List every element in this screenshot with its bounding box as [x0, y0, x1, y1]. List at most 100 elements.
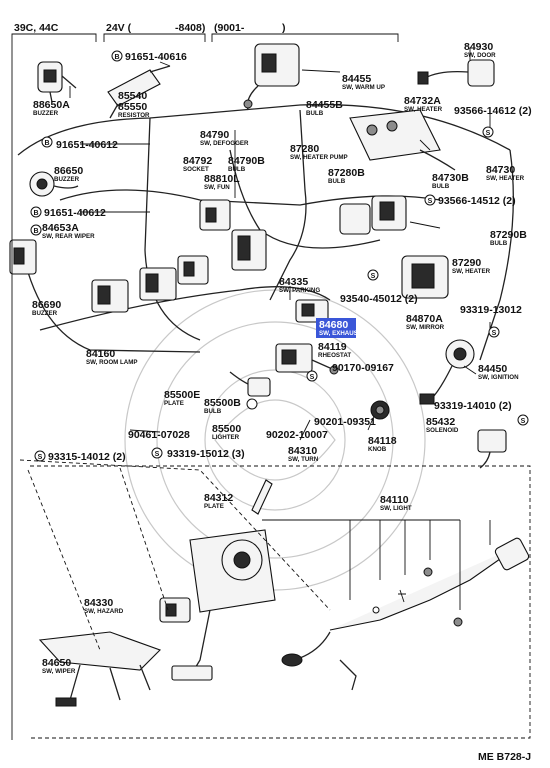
door-switch-84930-drawing	[417, 59, 495, 87]
part-desc: SOLENOID	[426, 427, 459, 434]
part-desc: SW, PARKING	[279, 287, 320, 294]
switch-block-left-drawing	[91, 255, 209, 313]
part-desc: SW, FUN	[204, 184, 230, 191]
part-number: 88810L	[204, 173, 240, 185]
part-number-highlighted: 84680	[319, 319, 348, 331]
part-desc: SOCKET	[183, 166, 209, 173]
part-number: 93540-45012 (2)	[340, 293, 418, 305]
ignition-switch-84450-drawing	[419, 339, 475, 405]
part-number: 84930	[464, 41, 493, 53]
svg-text:B: B	[114, 54, 119, 61]
part-number: 86650	[54, 165, 83, 177]
part-number: 85550	[118, 101, 147, 113]
part-desc: SW, DOOR	[464, 52, 496, 59]
part-number: 84450	[478, 363, 507, 375]
part-number: 85500E	[164, 389, 200, 401]
part-number: 87280B	[328, 167, 365, 179]
header-col3: (9001-	[214, 22, 245, 34]
exhaust-switch-84680-drawing	[295, 299, 329, 323]
part-desc: SW, HEATER	[486, 175, 525, 182]
part-number: 84119	[318, 341, 347, 353]
part-desc: SW, IGNITION	[478, 374, 519, 381]
resistor-85550-drawing	[107, 65, 171, 119]
part-number: 84455	[342, 73, 371, 85]
part-number: 90170-09167	[332, 362, 394, 374]
part-desc: SW, WARM UP	[342, 84, 385, 91]
part-number: 86690	[32, 299, 61, 311]
part-number: 93319-13012	[460, 304, 522, 316]
plate-84312-drawing	[251, 479, 273, 515]
part-number: 84790B	[228, 155, 265, 167]
ref-symbol-s: S	[424, 194, 436, 206]
part-desc: SW, TURN	[288, 456, 319, 463]
header-col1: 39C, 44C	[14, 22, 59, 34]
part-number: 84312	[204, 492, 233, 504]
ref-symbol-s: S	[34, 450, 46, 462]
warmup-switch-84455-drawing	[243, 43, 300, 111]
highlight-box	[316, 318, 356, 338]
part-desc: SW, HEATER PUMP	[290, 154, 348, 161]
header-col2: 24V (	[106, 22, 132, 34]
ref-symbol-s: S	[488, 326, 500, 338]
part-number: 84335	[279, 276, 308, 288]
part-desc: BUZZER	[33, 110, 59, 117]
ref-symbol-b: B	[30, 224, 42, 236]
part-number: 90201-09351	[314, 416, 376, 428]
part-desc: RHEOSTAT	[318, 352, 351, 359]
part-desc: BULB	[306, 110, 324, 117]
part-number: 93566-14512 (2)	[438, 195, 516, 207]
solenoid-85432-drawing	[477, 429, 507, 469]
part-labels: 88650A BUZZER 91651-40616 85540 85550 RE…	[32, 41, 532, 675]
part-number: 84870A	[406, 313, 443, 325]
part-number: 84732A	[404, 95, 441, 107]
ref-symbol-s: S	[517, 414, 529, 426]
part-number: 87290B	[490, 229, 527, 241]
part-number: 85500B	[204, 397, 241, 409]
part-desc: SW, DEFOGGER	[200, 140, 249, 147]
buzzer-88650a-drawing	[37, 61, 77, 103]
buzzer-86650-drawing	[29, 171, 79, 197]
part-desc: BUZZER	[32, 310, 58, 317]
part-number: 84650	[42, 657, 71, 669]
svg-text:S: S	[428, 198, 433, 205]
turn-switch-84310-drawing	[171, 529, 276, 681]
header-brackets	[11, 33, 399, 42]
ref-symbol-s: S	[367, 269, 379, 281]
light-switch-84110-drawing	[281, 537, 530, 691]
ref-symbol-s: S	[482, 126, 494, 138]
part-desc: KNOB	[368, 446, 387, 453]
part-desc: SW, LIGHT	[380, 505, 412, 512]
part-desc: SW, HEATER	[452, 268, 491, 275]
part-number: 93315-14012 (2)	[48, 451, 126, 463]
part-desc: SW, ROOM LAMP	[86, 359, 138, 366]
part-number: 84792	[183, 155, 212, 167]
part-desc: BULB	[490, 240, 508, 247]
part-number: 87290	[452, 257, 481, 269]
part-desc: SW, HEATER	[404, 106, 443, 113]
part-desc: SW, WIPER	[42, 668, 76, 675]
svg-text:S: S	[38, 454, 43, 461]
part-number: 84160	[86, 348, 115, 360]
heater-switch-87290-drawing	[339, 195, 449, 299]
part-number: 84730	[486, 164, 515, 176]
part-number: 91651-40616	[125, 51, 187, 63]
header-col2-range: -8408)	[175, 22, 205, 34]
rheostat-84119-drawing	[275, 343, 339, 375]
wiper-switch-84650-drawing	[38, 631, 162, 707]
part-number: 84730B	[432, 172, 469, 184]
ref-symbol-b: B	[41, 136, 53, 148]
part-desc: BULB	[432, 183, 450, 190]
part-desc: PLATE	[164, 400, 184, 407]
part-desc: SW, REAR WIPER	[42, 233, 95, 240]
part-number: 91651-40612	[44, 207, 106, 219]
switch-block-center-drawing	[199, 199, 267, 271]
part-number: 87280	[290, 143, 319, 155]
part-number: 93319-14010 (2)	[434, 400, 512, 412]
svg-text:S: S	[371, 273, 376, 280]
svg-text:B: B	[33, 210, 38, 217]
part-number: 90202-10007	[266, 429, 328, 441]
diagram-code: ME B728-J	[478, 751, 531, 763]
svg-text:B: B	[44, 140, 49, 147]
part-number: 84118	[368, 435, 397, 447]
